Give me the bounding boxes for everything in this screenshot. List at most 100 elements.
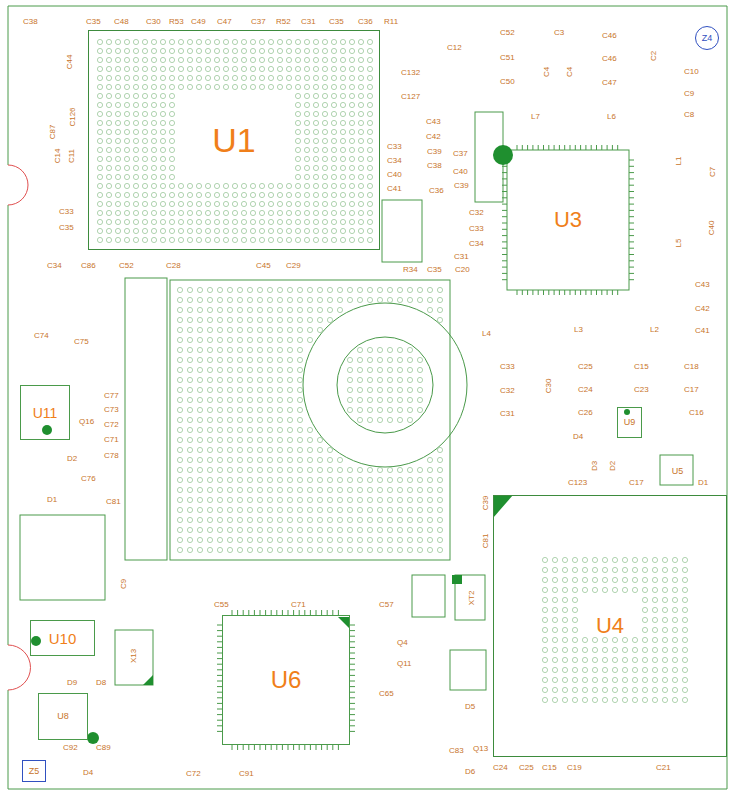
bga-ball [133,57,138,62]
bga-ball [197,417,202,422]
qfp-pin [607,290,608,295]
bga-ball [358,156,363,161]
bga-ball [367,102,372,107]
bga-ball [187,417,192,422]
bga-ball [267,347,272,352]
bga-ball [347,497,352,502]
bga-ball [97,111,102,116]
bga-ball [277,407,282,412]
bga-ball [672,687,677,692]
bga-ball [642,577,647,582]
bga-ball [331,66,336,71]
bga-ball [257,427,262,432]
bga-ball [357,517,362,522]
bga-ball [358,219,363,224]
bga-ball [313,129,318,134]
qfp-pin [596,145,597,150]
bga-ball [160,210,165,215]
bga-ball [177,297,182,302]
reference-designator: C43 [694,281,711,289]
bga-ball [187,487,192,492]
bga-ball [124,111,129,116]
bga-ball [237,387,242,392]
reference-designator: D9 [66,679,78,687]
bga-ball [106,237,111,242]
bga-ball [217,447,222,452]
bga-ball [160,102,165,107]
bga-ball [237,427,242,432]
bga-ball [217,527,222,532]
bga-ball [602,697,607,702]
bga-ball [662,577,667,582]
bga-ball [178,183,183,188]
bga-ball [160,174,165,179]
bga-ball [417,297,422,302]
bga-ball [582,557,587,562]
bga-ball [223,48,228,53]
bga-ball [187,48,192,53]
bga-ball [572,577,577,582]
bga-ball [407,407,412,412]
bga-ball [177,537,182,542]
bga-ball [177,477,182,482]
bga-ball [142,66,147,71]
bga-ball [259,237,264,242]
qfp-pin [532,290,533,295]
bga-ball [662,597,667,602]
qfp-pin [276,745,277,750]
bga-ball [377,517,382,522]
bga-ball [622,657,627,662]
bga-ball [304,174,309,179]
reference-designator: C48 [113,18,130,26]
bga-ball [552,687,557,692]
bga-ball [169,210,174,215]
bga-ball [142,138,147,143]
bga-ball [307,307,312,312]
bga-ball [377,507,382,512]
reference-designator: C28 [165,262,182,270]
bga-ball [349,66,354,71]
bga-ball [187,228,192,233]
bga-ball [347,467,352,472]
bga-ball [542,577,547,582]
chip-outline: U9 [617,407,642,438]
bga-ball [151,192,156,197]
qfp-pin [522,290,523,295]
bga-ball [340,210,345,215]
bga-ball [407,417,412,422]
bga-ball [417,387,422,392]
bga-ball [177,347,182,352]
bga-ball [169,39,174,44]
bga-ball [297,397,302,402]
bga-ball [237,447,242,452]
bga-ball [313,174,318,179]
bga-ball [331,75,336,80]
bga-ball [632,667,637,672]
reference-designator: C41 [694,327,711,335]
bga-ball [327,317,332,322]
bga-ball [297,427,302,432]
bga-ball [562,607,567,612]
bga-ball [331,93,336,98]
bga-ball [197,317,202,322]
bga-ball [367,537,372,542]
bga-ball [417,377,422,382]
bga-ball [340,93,345,98]
bga-ball [227,317,232,322]
bga-ball [177,337,182,342]
bga-ball [349,174,354,179]
bga-ball [207,487,212,492]
bga-ball [106,165,111,170]
bga-ball [257,437,262,442]
reference-designator: C26 [577,409,594,417]
bga-ball [322,57,327,62]
reference-designator: C16 [688,409,705,417]
bga-ball [340,237,345,242]
bga-ball [257,347,262,352]
bga-ball [287,437,292,442]
reference-designator: R34 [402,266,419,274]
bga-ball [417,397,422,402]
bga-ball [214,210,219,215]
reference-designator: C4 [566,66,574,78]
bga-ball [232,57,237,62]
